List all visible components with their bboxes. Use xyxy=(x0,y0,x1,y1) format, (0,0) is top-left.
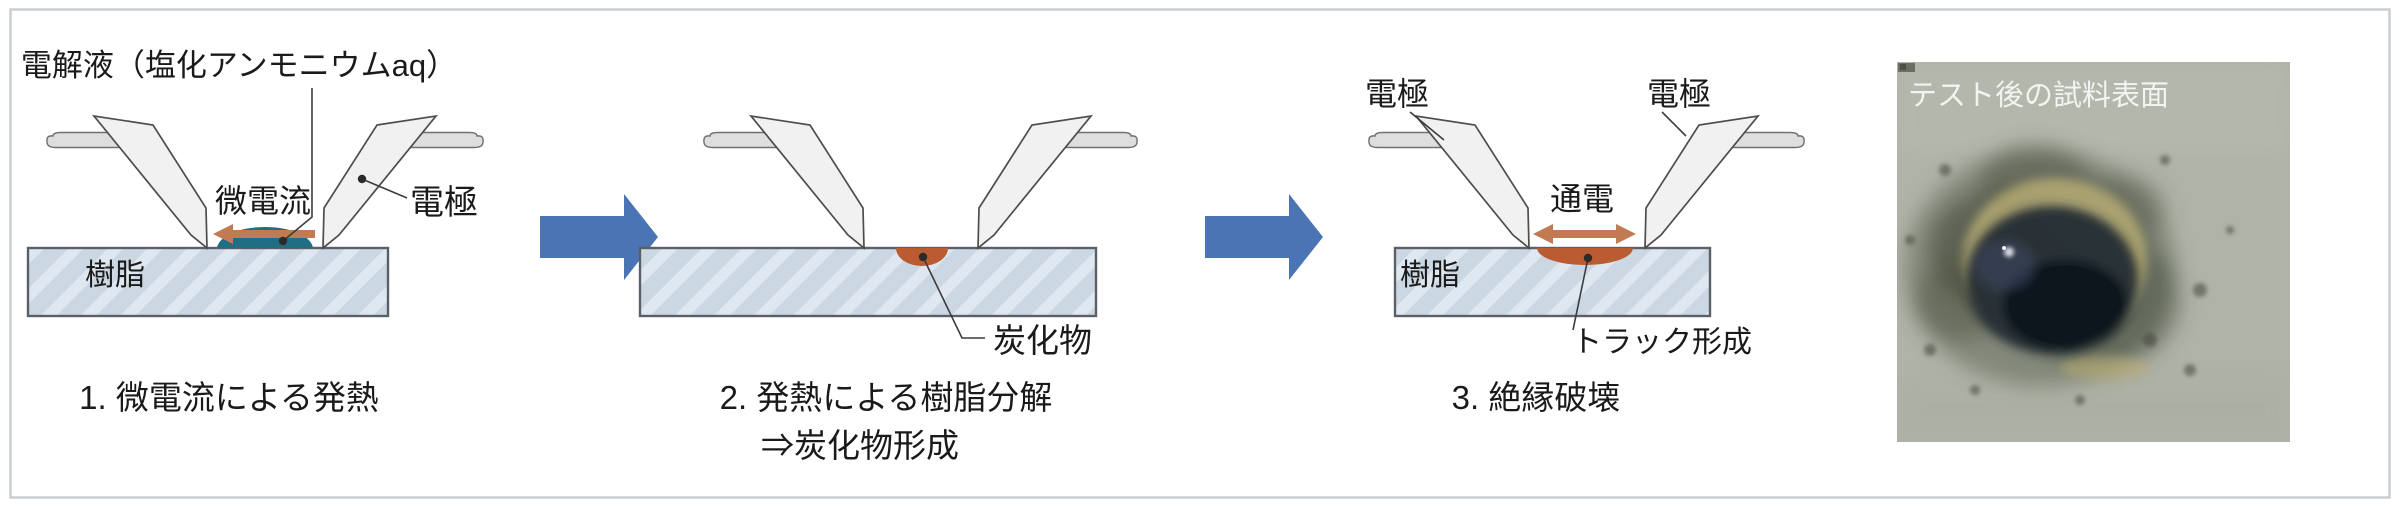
panel-3-caption: 3. 絶縁破壊 xyxy=(1452,379,1621,416)
resin-block xyxy=(26,246,390,318)
resin-block xyxy=(638,246,1098,318)
micro-current-label: 微電流 xyxy=(215,183,311,219)
panel-3-insulation-breakdown: 電極 電極 通電 トラック形成 樹脂 3. 絶縁破壊 xyxy=(1365,76,1805,416)
carbide-leader-line xyxy=(922,256,985,339)
resin-label: 樹脂 xyxy=(1400,259,1460,292)
track-leader-dot xyxy=(1583,253,1593,263)
electrode-left-label: 電極 xyxy=(1365,76,1429,112)
electrode-right-leader-line xyxy=(1661,111,1687,137)
panel-2-caption-line-2: ⇒炭化物形成 xyxy=(761,427,959,464)
carbide-label: 炭化物 xyxy=(993,322,1092,359)
photo-title: テスト後の試料表面 xyxy=(1908,79,2169,112)
electrolyte-leader-dot xyxy=(278,236,288,246)
panel-1-micro-current: 電解液（塩化アンモニウムaq） 微電流 電極 樹脂 1. 微電流による発熱 xyxy=(21,48,484,416)
electrode-left-leader-line xyxy=(1409,111,1445,141)
electrolyte-label: 電解液（塩化アンモニウムaq） xyxy=(21,48,457,83)
photo-artifact xyxy=(1898,63,1915,72)
micro-current-arrow-icon xyxy=(213,224,315,244)
electrode-leader-dot xyxy=(357,174,367,184)
process-arrow-icon-2 xyxy=(1205,194,1323,280)
electrode-right-label: 電極 xyxy=(1647,76,1711,112)
photo-burn-mark xyxy=(1897,62,2290,442)
conduction-arrow-icon xyxy=(1533,224,1636,244)
process-arrow-icon-1 xyxy=(540,194,658,280)
track-label: トラック形成 xyxy=(1572,326,1752,359)
track-leader-line xyxy=(1572,257,1589,331)
panel-2-carbide-formation: 炭化物 2. 発熱による樹脂分解 ⇒炭化物形成 xyxy=(638,115,1138,464)
electrode-leader-line xyxy=(361,178,408,199)
resin-label: 樹脂 xyxy=(85,259,145,292)
electrode-label: 電極 xyxy=(410,184,478,222)
electrolyte-leader-line xyxy=(282,88,313,242)
carbide-leader-dot xyxy=(918,252,928,262)
panel-2-caption-line-1: 2. 発熱による樹脂分解 xyxy=(720,379,1053,416)
sample-photo: テスト後の試料表面 xyxy=(1897,62,2290,442)
panel-1-caption: 1. 微電流による発熱 xyxy=(79,379,379,416)
conduction-label: 通電 xyxy=(1550,181,1614,217)
